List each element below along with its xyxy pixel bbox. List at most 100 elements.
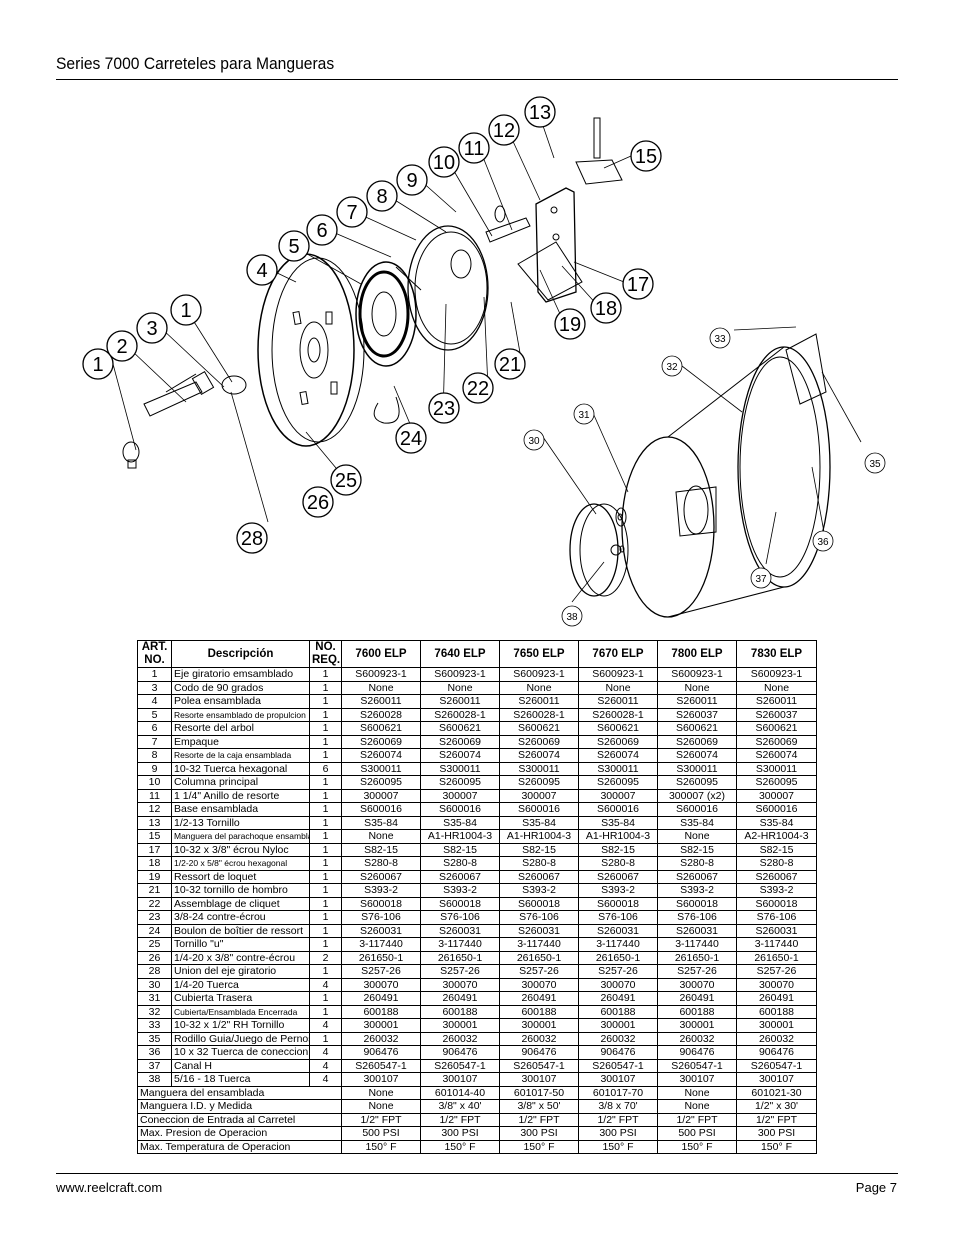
table-cell: Max. Temperatura de Operacion: [137, 1139, 342, 1154]
table-cell: 17: [137, 842, 172, 857]
table-cell: S600621: [420, 721, 500, 736]
table-cell: S260095: [736, 775, 817, 790]
table-cell: 300001: [420, 1018, 500, 1033]
table-cell: S260031: [657, 923, 737, 938]
table-cell: S300011: [657, 761, 737, 776]
callout-37: 37: [750, 567, 772, 589]
table-cell: 1: [309, 788, 342, 803]
callout-9: 9: [396, 164, 428, 196]
table-cell: Cubierta/Ensamblada Encerrada: [171, 1004, 310, 1019]
swivel-assembly-drawing: [122, 371, 400, 469]
table-cell: S300011: [420, 761, 500, 776]
table-cell: 150° F: [736, 1139, 817, 1154]
table-cell: Canal H: [171, 1058, 310, 1073]
table-cell: S600016: [736, 802, 817, 817]
table-cell: 300107: [736, 1072, 817, 1087]
table-cell: S260095: [657, 775, 737, 790]
table-cell: S600018: [499, 896, 579, 911]
table-cell: S35-84: [736, 815, 817, 830]
callout-33: 33: [709, 327, 731, 349]
table-cell: S260037: [736, 707, 817, 722]
table-cell: S82-15: [578, 842, 658, 857]
callout-17: 17: [622, 268, 654, 300]
table-cell: 300107: [420, 1072, 500, 1087]
table-cell: 300 PSI: [499, 1126, 579, 1141]
callout-label: 21: [499, 354, 521, 376]
table-cell: 600188: [420, 1004, 500, 1019]
table-cell: S600621: [341, 721, 421, 736]
table-cell: S600923-1: [341, 667, 421, 682]
table-cell: S393-2: [499, 883, 579, 898]
table-cell: S260031: [420, 923, 500, 938]
table-cell: S82-15: [499, 842, 579, 857]
callout-26: 26: [302, 486, 334, 518]
table-cell: S257-26: [657, 964, 737, 979]
table-cell: 300007: [420, 788, 500, 803]
callout-label: 5: [288, 236, 299, 258]
table-cell: 260491: [499, 991, 579, 1006]
callout-label: 17: [627, 274, 649, 296]
table-cell: Resorte de la caja ensamblada: [171, 748, 310, 763]
table-cell: 3-117440: [420, 937, 500, 952]
column-header: ART.NO.: [137, 640, 172, 668]
table-cell: 300 PSI: [420, 1126, 500, 1141]
table-cell: S393-2: [736, 883, 817, 898]
table-cell: S260074: [420, 748, 500, 763]
callout-label: 7: [346, 202, 357, 224]
table-cell: 24: [137, 923, 172, 938]
table-cell: S260067: [578, 869, 658, 884]
table-cell: 3/8" x 40': [420, 1099, 500, 1114]
table-cell: S280-8: [578, 856, 658, 871]
table-cell: 3/8" x 50': [499, 1099, 579, 1114]
table-cell: 260491: [736, 991, 817, 1006]
table-cell: 38: [137, 1072, 172, 1087]
table-cell: S280-8: [341, 856, 421, 871]
table-cell: S260069: [341, 734, 421, 749]
table-cell: 300107: [341, 1072, 421, 1087]
table-cell: 300007: [341, 788, 421, 803]
table-cell: S393-2: [578, 883, 658, 898]
table-cell: S260547-1: [341, 1058, 421, 1073]
table-cell: 260491: [341, 991, 421, 1006]
table-cell: S260011: [578, 694, 658, 709]
table-cell: 10: [137, 775, 172, 790]
table-cell: 15: [137, 829, 172, 844]
table-cell: Union del eje giratorio: [171, 964, 310, 979]
callout-28: 28: [236, 522, 268, 554]
table-cell: 906476: [499, 1045, 579, 1060]
table-cell: 1: [309, 667, 342, 682]
table-cell: 1: [309, 883, 342, 898]
column-header: Descripción: [171, 640, 310, 668]
table-cell: 601014-40: [420, 1085, 500, 1100]
table-cell: S600016: [420, 802, 500, 817]
table-cell: Codo de 90 grados: [171, 680, 310, 695]
table-cell: S260011: [499, 694, 579, 709]
table-cell: 500 PSI: [657, 1126, 737, 1141]
callout-30: 30: [523, 429, 545, 451]
table-cell: A1-HR1004-3: [499, 829, 579, 844]
footer-website: www.reelcraft.com: [56, 1180, 163, 1195]
table-cell: 30: [137, 977, 172, 992]
callout-38: 38: [561, 605, 583, 627]
table-cell: 260032: [420, 1031, 500, 1046]
table-cell: S393-2: [657, 883, 737, 898]
table-cell: S260031: [736, 923, 817, 938]
table-cell: None: [657, 680, 737, 695]
table-cell: 1: [309, 842, 342, 857]
table-cell: 150° F: [420, 1139, 500, 1154]
table-cell: Manguera del parachoque ensamblada: [171, 829, 310, 844]
table-cell: 1: [309, 680, 342, 695]
callout-11: 11: [458, 132, 490, 164]
table-cell: 1: [309, 829, 342, 844]
table-cell: S260074: [578, 748, 658, 763]
